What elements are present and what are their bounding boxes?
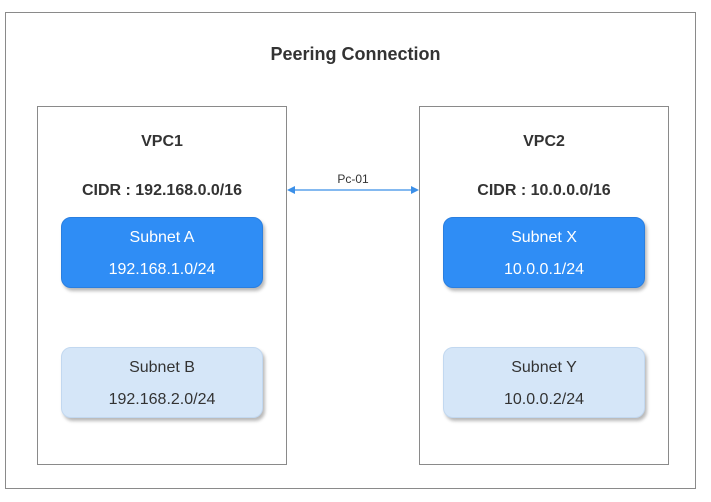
subnet-y-cidr: 10.0.0.2/24 <box>503 391 585 408</box>
vpc1-name: VPC1 <box>141 133 183 150</box>
vpc2-cidr: CIDR : 10.0.0.0/16 <box>477 182 611 199</box>
subnet-y-name: Subnet Y <box>511 359 577 376</box>
subnet-b: Subnet B 192.168.2.0/24 <box>61 347 263 418</box>
vpc2-box: VPC2 CIDR : 10.0.0.0/16 Subnet X 10.0.0.… <box>419 106 669 465</box>
vpc1-cidr: CIDR : 192.168.0.0/16 <box>81 182 243 199</box>
arrowhead-right-icon <box>411 186 419 194</box>
subnet-a-name: Subnet A <box>129 229 195 246</box>
subnet-a-cidr: 192.168.1.0/24 <box>108 261 216 278</box>
peering-connection-label: Pc-01 <box>337 172 369 186</box>
subnet-x: Subnet X 10.0.0.1/24 <box>443 217 645 288</box>
subnet-b-cidr: 192.168.2.0/24 <box>108 391 216 408</box>
vpc1-box: VPC1 CIDR : 192.168.0.0/16 Subnet A 192.… <box>37 106 287 465</box>
arrowhead-left-icon <box>287 186 295 194</box>
vpc2-name: VPC2 <box>523 133 565 150</box>
outer-frame <box>5 12 696 489</box>
subnet-x-cidr: 10.0.0.1/24 <box>503 261 585 278</box>
subnet-y: Subnet Y 10.0.0.2/24 <box>443 347 645 418</box>
diagram-title: Peering Connection <box>270 44 441 64</box>
subnet-a: Subnet A 192.168.1.0/24 <box>61 217 263 288</box>
peering-connection-arrow <box>287 186 419 194</box>
subnet-b-name: Subnet B <box>129 359 195 376</box>
subnet-x-name: Subnet X <box>511 229 577 246</box>
